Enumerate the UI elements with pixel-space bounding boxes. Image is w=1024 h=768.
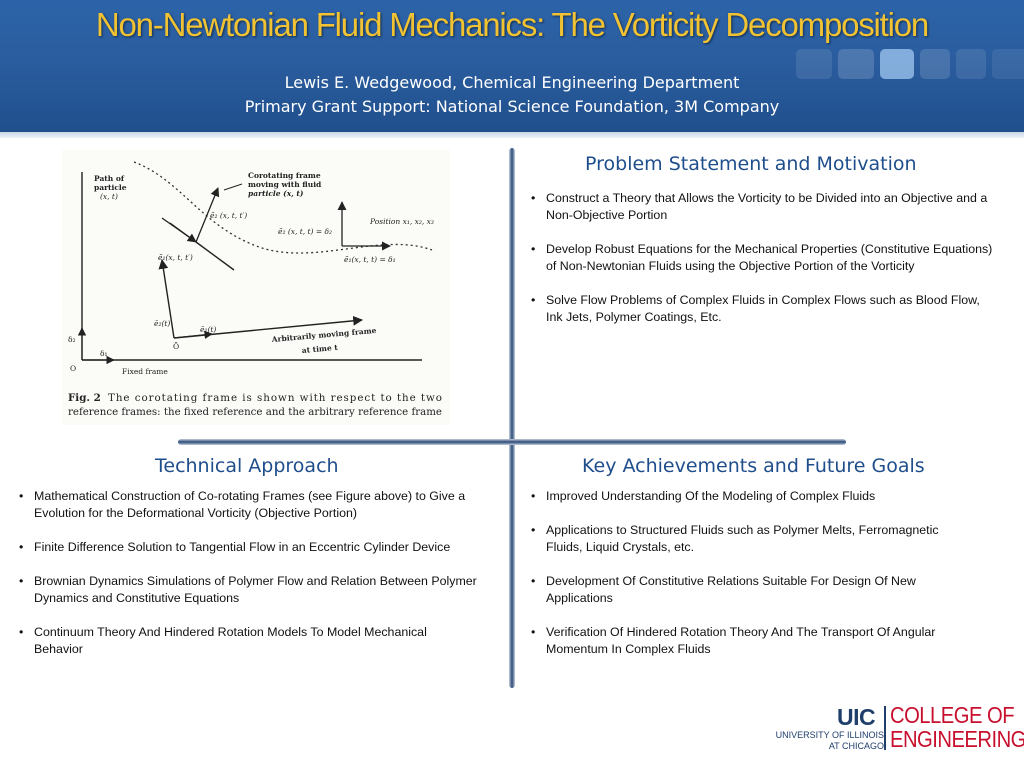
e1-prime-label: ẽ₁(x, t, t′) bbox=[158, 253, 193, 262]
header-banner: Non-Newtonian Fluid Mechanics: The Vorti… bbox=[0, 0, 1024, 132]
caption-line-2: reference frames: the fixed reference an… bbox=[68, 406, 442, 418]
list-item: Improved Understanding Of the Modeling o… bbox=[528, 488, 968, 505]
delta1-label: δ₁ bbox=[100, 349, 108, 358]
university-name: UNIVERSITY OF ILLINOIS AT CHICAGO bbox=[776, 730, 884, 752]
page-title: Non-Newtonian Fluid Mechanics: The Vorti… bbox=[95, 6, 929, 43]
technical-list: Mathematical Construction of Co-rotating… bbox=[16, 488, 478, 675]
banner-decoration bbox=[838, 49, 874, 79]
fixed-frame-label: Fixed frame bbox=[122, 367, 168, 376]
figure-diagram: δ₂ δ₁ O Fixed frame Path of particle (x,… bbox=[68, 161, 442, 418]
list-item: Development Of Constitutive Relations Su… bbox=[528, 573, 968, 607]
list-item: Verification Of Hindered Rotation Theory… bbox=[528, 624, 968, 658]
vertical-divider bbox=[509, 148, 515, 688]
origin-bar-label: Ō bbox=[173, 342, 179, 351]
corot-label-3: particle (x, t) bbox=[248, 189, 304, 198]
e2t-arrow bbox=[158, 259, 175, 339]
particle-path bbox=[133, 161, 433, 254]
university-line-2: AT CHICAGO bbox=[828, 741, 884, 751]
banner-decoration bbox=[796, 49, 832, 79]
caption-line-1: The corotating frame is shown with respe… bbox=[108, 392, 442, 404]
position-label: Position x₁, x₂, x₃ bbox=[369, 217, 434, 226]
e2-prime-label: ẽ₂ (x, t, t′) bbox=[210, 211, 247, 220]
e1t-short-arrow bbox=[173, 330, 213, 339]
corot-label-2: moving with fluid bbox=[248, 180, 322, 189]
particle-label: particle bbox=[94, 183, 127, 192]
banner-decoration bbox=[920, 49, 950, 79]
engineering-text: ENGINEERING bbox=[890, 726, 1024, 752]
list-item: Continuum Theory And Hindered Rotation M… bbox=[16, 624, 478, 658]
origin-label: O bbox=[70, 364, 76, 373]
list-item: Solve Flow Problems of Complex Fluids in… bbox=[528, 292, 994, 326]
uic-engineering-logo: UIC UNIVERSITY OF ILLINOIS AT CHICAGO CO… bbox=[776, 702, 1024, 754]
list-item: Finite Difference Solution to Tangential… bbox=[16, 539, 478, 556]
achievements-heading: Key Achievements and Future Goals bbox=[582, 455, 925, 477]
list-item: Construct a Theory that Allows the Vorti… bbox=[528, 190, 994, 224]
corot-label-1: Corotating frame bbox=[248, 171, 321, 180]
grant-line: Primary Grant Support: National Science … bbox=[244, 97, 780, 116]
banner-decoration bbox=[880, 49, 914, 79]
logo-separator bbox=[884, 706, 886, 750]
achievements-list: Improved Understanding Of the Modeling o… bbox=[528, 488, 968, 675]
arb-label-2: at time t bbox=[301, 343, 338, 355]
banner-decoration bbox=[992, 49, 1024, 79]
e2t-label: ē₂(t) bbox=[154, 319, 170, 328]
university-line-1: UNIVERSITY OF ILLINOIS bbox=[775, 730, 884, 740]
caption-label: Fig. 2 bbox=[68, 392, 101, 404]
e1t-label: ē₁(t) bbox=[200, 325, 216, 334]
horizontal-divider bbox=[178, 439, 846, 445]
e2-prime-arrow bbox=[195, 187, 220, 243]
list-item: Develop Robust Equations for the Mechani… bbox=[528, 241, 994, 275]
corot-line bbox=[195, 241, 235, 271]
list-item: Applications to Structured Fluids such a… bbox=[528, 522, 968, 556]
e1-tt-label: ẽ₁(x, t, t) = δ₁ bbox=[344, 255, 396, 264]
e1-prime-tail bbox=[169, 222, 197, 243]
uic-wordmark: UIC bbox=[837, 704, 876, 730]
college-of-text: COLLEGE OF bbox=[890, 702, 1015, 728]
path-label: Path of bbox=[94, 174, 125, 183]
e2-tt-label: ẽ₂ (x, t, t) = δ₂ bbox=[278, 227, 332, 236]
arb-label-1: Arbitrarily moving frame bbox=[270, 326, 377, 344]
banner-decoration bbox=[956, 49, 986, 79]
problem-list: Construct a Theory that Allows the Vorti… bbox=[528, 190, 994, 343]
technical-heading: Technical Approach bbox=[155, 455, 339, 477]
author-line: Lewis E. Wedgewood, Chemical Engineering… bbox=[284, 73, 740, 92]
path-coords-label: (x, t) bbox=[100, 192, 118, 201]
corotating-frame-figure: δ₂ δ₁ O Fixed frame Path of particle (x,… bbox=[62, 150, 450, 425]
problem-heading: Problem Statement and Motivation bbox=[585, 153, 917, 175]
list-item: Mathematical Construction of Co-rotating… bbox=[16, 488, 478, 522]
list-item: Brownian Dynamics Simulations of Polymer… bbox=[16, 573, 478, 607]
corot-pointer bbox=[223, 183, 243, 191]
delta2-label: δ₂ bbox=[68, 335, 76, 344]
header-rule bbox=[0, 132, 1024, 138]
